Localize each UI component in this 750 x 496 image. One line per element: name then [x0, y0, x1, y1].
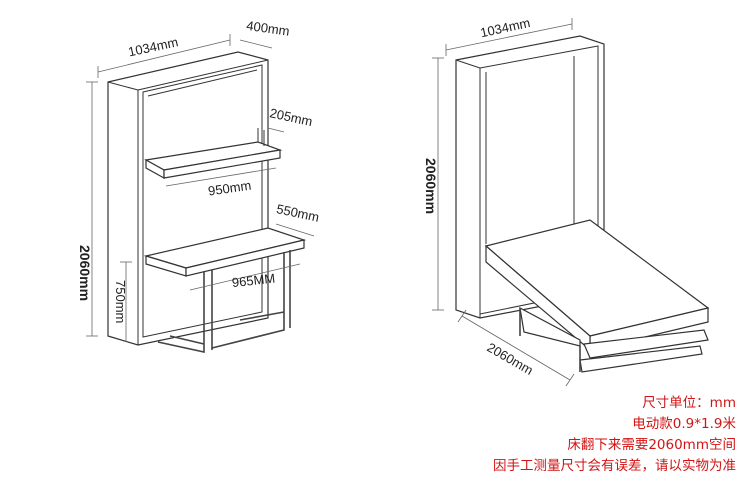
- note-unit: 尺寸单位：mm: [642, 395, 736, 411]
- dim-desk-depth: 550mm: [275, 201, 321, 237]
- dim-label-height: 2060mm: [77, 245, 93, 301]
- dim-label-depth: 400mm: [245, 18, 290, 39]
- notes-block: 尺寸单位：mm 电动款0.9*1.9米 床翻下来需要2060mm空间 因手工测量…: [493, 393, 736, 477]
- shelf: [144, 128, 283, 180]
- dim-shelf-width: 950mm: [165, 167, 277, 199]
- note-space-required: 床翻下来需要2060mm空间: [567, 437, 736, 453]
- left-cabinet-drawing: 1034mm 400mm 2060mm 205mm 950mm 550mm: [77, 18, 321, 353]
- desk: [143, 227, 307, 353]
- dim-height: 2060mm: [77, 81, 98, 337]
- note-electric-model: 电动款0.9*1.9米: [632, 416, 736, 432]
- dim-label-right-width: 1034mm: [479, 15, 532, 40]
- dim-label-shelf-depth: 205mm: [268, 105, 314, 129]
- dim-label-unfolded-length: 2060mm: [485, 340, 536, 378]
- right-cabinet-drawing: 1034mm 2060mm 2060mm: [423, 15, 710, 387]
- dim-label-desk-height: 750mm: [113, 280, 128, 323]
- dim-right-height: 2060mm: [423, 57, 444, 311]
- dim-desk-height: 750mm: [113, 261, 132, 342]
- dim-label-width: 1034mm: [127, 34, 180, 59]
- dim-depth: 400mm: [239, 18, 290, 49]
- dim-desk-width: 965MM: [189, 263, 301, 291]
- note-measurement-error: 因手工测量尺寸会有误差，请以实物为准: [493, 458, 736, 474]
- dim-label-desk-width: 965MM: [231, 271, 276, 290]
- dim-shelf-depth: 205mm: [267, 105, 314, 133]
- dim-label-right-height: 2060mm: [423, 158, 439, 214]
- bed: [484, 219, 710, 373]
- dim-label-desk-depth: 550mm: [275, 201, 321, 225]
- dim-label-shelf-width: 950mm: [207, 178, 252, 199]
